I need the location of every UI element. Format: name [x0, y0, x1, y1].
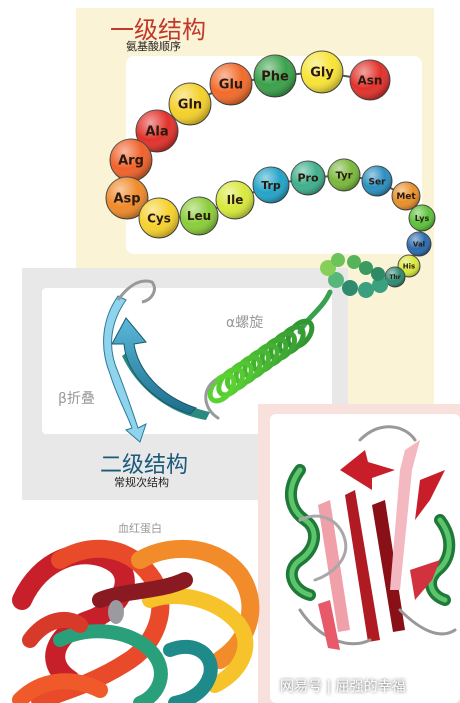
residue-bead: Asp — [105, 176, 149, 220]
residue-label: Tyr — [335, 171, 352, 182]
primary-title: 一级结构 — [110, 16, 206, 44]
residue-label: Cys — [147, 211, 171, 225]
residue-label: Gln — [178, 98, 202, 113]
residue-bead: Asn — [349, 59, 391, 101]
residue-bead: Gln — [168, 82, 212, 126]
residue-label: Leu — [187, 209, 211, 223]
residue-label: Asp — [113, 192, 140, 207]
residue-label: Glu — [219, 78, 243, 93]
residue-bead: Thr — [384, 266, 406, 288]
watermark-text: 网易号 | 屈强的幸福 — [280, 679, 406, 695]
tertiary-structure — [12, 539, 260, 703]
residue-bead: Cys — [138, 197, 180, 239]
tertiary-label: 血红蛋白 — [118, 522, 162, 535]
residue-label: Thr — [389, 274, 400, 281]
residue-label: Gly — [310, 66, 334, 81]
residue-bead: Phe — [253, 54, 297, 98]
quaternary-structure — [285, 425, 457, 650]
secondary-title: 二级结构 — [100, 453, 189, 478]
residue-bead: Leu — [179, 196, 219, 236]
residue-label: Arg — [118, 154, 144, 169]
residue-bead: Glu — [209, 62, 253, 106]
residue-label: Met — [396, 192, 416, 202]
residue-label: Ile — [227, 193, 244, 207]
residue-label: Phe — [261, 70, 289, 85]
secondary-subtitle: 常规次结构 — [114, 476, 169, 489]
residue-label: His — [403, 262, 415, 270]
residue-bead: Gly — [300, 50, 344, 94]
residue-label: Lys — [415, 214, 430, 223]
residue-label: Pro — [297, 172, 318, 185]
alpha-helix — [204, 289, 333, 420]
residue-bead: Pro — [290, 160, 326, 196]
residue-bead: Lys — [408, 204, 436, 232]
residue-bead: Ala — [135, 109, 179, 153]
chain-tail — [320, 253, 388, 298]
beta-sheet-label: β折叠 — [58, 391, 95, 407]
primary-subtitle: 氨基酸顺序 — [126, 40, 181, 53]
alpha-helix-label: α螺旋 — [226, 315, 264, 331]
residue-bead: Arg — [109, 138, 153, 182]
residue-bead: Ile — [215, 180, 255, 220]
residue-label: Val — [413, 241, 425, 249]
residue-bead: Ser — [361, 165, 393, 197]
residue-label: Asn — [358, 73, 383, 87]
residue-bead: Tyr — [327, 158, 361, 192]
residue-bead: Met — [391, 181, 421, 211]
helix-turn — [207, 372, 237, 404]
residue-bead: Trp — [252, 166, 290, 204]
residue-label: Trp — [261, 179, 281, 192]
residue-label: Ser — [368, 177, 386, 187]
residue-label: Ala — [145, 125, 168, 140]
beta-sheet — [103, 279, 210, 443]
residue-bead: Val — [406, 231, 432, 257]
